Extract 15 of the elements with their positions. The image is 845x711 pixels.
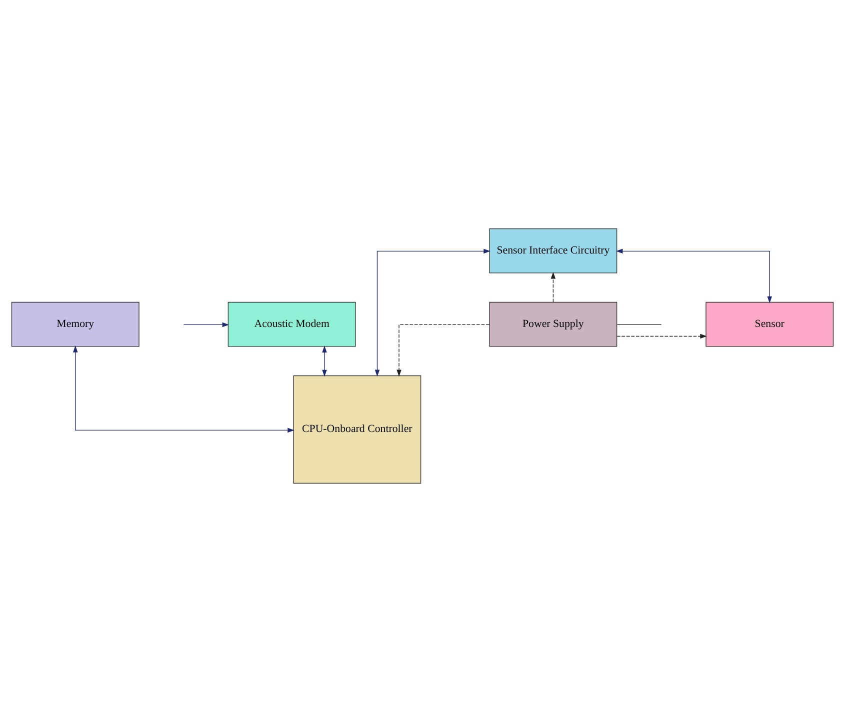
arrow [183,322,230,327]
node-box: Sensor [706,301,834,346]
arrow [73,345,294,432]
node-box: Sensor Interface Circuitry [489,228,618,273]
arrow [550,272,556,302]
node-box: Power Supply [489,301,618,346]
connector [616,324,662,325]
arrow [396,324,490,376]
node-box: Memory [11,301,140,346]
arrow [374,248,490,376]
arrow [322,345,327,376]
node-box: Acoustic Modem [228,301,356,346]
arrow [616,248,772,303]
node-box: CPU-Onboard Controller [293,374,422,484]
arrow [616,333,707,338]
